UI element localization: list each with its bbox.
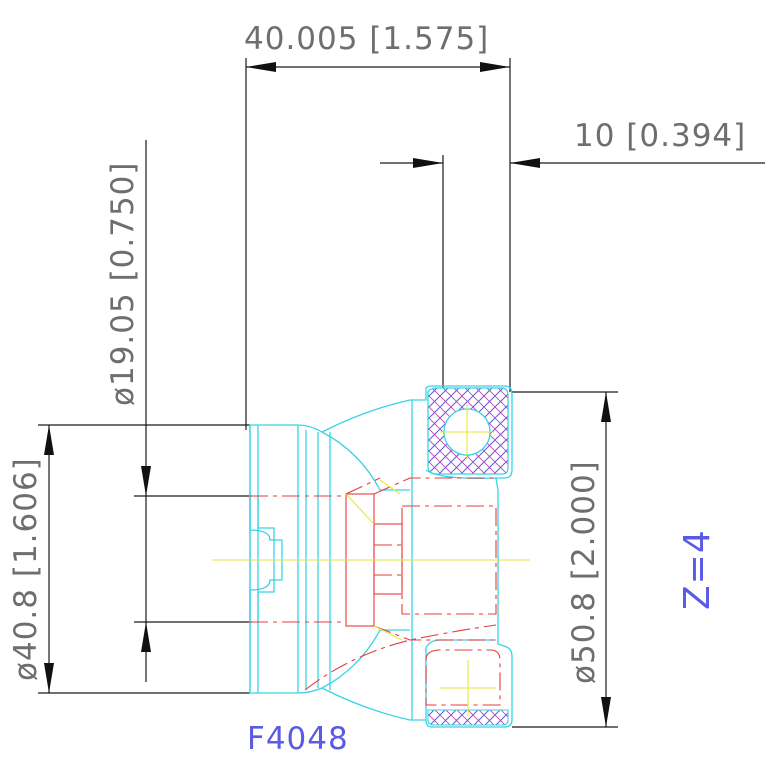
cut-diameter-label: ø50.8 [2.000] [566, 460, 602, 684]
insert-upper [427, 387, 509, 475]
dimension-top-width: 40.005 [1.575] [244, 21, 511, 430]
part-number-label: F4048 [247, 721, 349, 757]
top-width-label: 40.005 [1.575] [244, 21, 489, 57]
slot-width-label: 10 [0.394] [574, 118, 746, 154]
insert-lower [427, 709, 509, 726]
dimension-cut-diameter: ø50.8 [2.000] [512, 391, 618, 728]
dimension-bore-diameter: ø19.05 [0.750] [105, 140, 252, 682]
bore-diameter-label: ø19.05 [0.750] [105, 161, 141, 406]
dimension-body-diameter: ø40.8 [1.606] [8, 424, 250, 694]
teeth-count-label: Z=4 [677, 529, 718, 610]
body-diameter-label: ø40.8 [1.606] [8, 457, 44, 681]
dimension-slot-width: 10 [0.394] [380, 118, 765, 388]
center-lines [212, 479, 530, 716]
hidden-lines [250, 477, 501, 706]
